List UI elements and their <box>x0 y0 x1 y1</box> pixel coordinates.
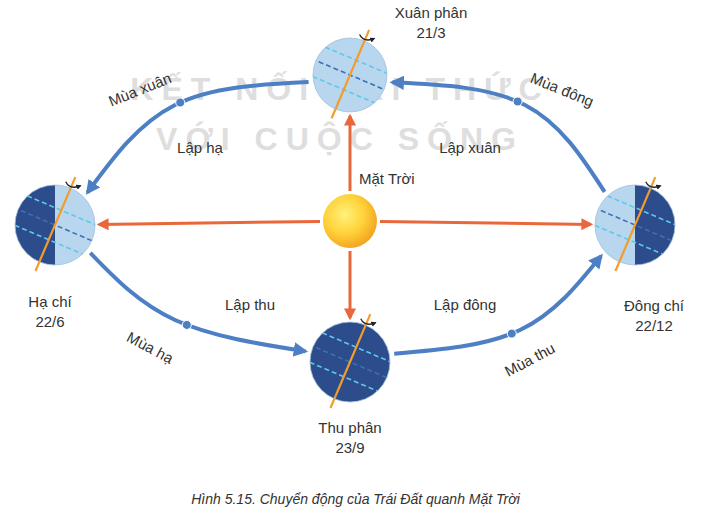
earth-outline <box>313 38 387 112</box>
earth: Đông chí 22/12 <box>595 185 675 265</box>
rotation-arrow <box>645 180 661 190</box>
node-figure <box>15 185 95 265</box>
node-figure <box>313 38 387 112</box>
term-dot <box>182 320 191 329</box>
rotation-arrow <box>65 180 81 190</box>
earth-axis <box>332 30 370 118</box>
term-dot <box>176 98 185 107</box>
solar-term-label: Lập hạ <box>177 138 223 158</box>
sun-label: Mặt Trời <box>359 169 415 189</box>
earth-outline <box>310 322 390 402</box>
orbit-arrow <box>394 256 601 354</box>
earth-axis <box>615 177 655 271</box>
sun-disc <box>323 194 377 248</box>
sunlight-arrow <box>349 251 352 318</box>
earth: Thu phân 23/9 <box>310 322 390 402</box>
node-figure <box>323 194 377 248</box>
position-label: Hạ chí 22/6 <box>20 292 80 333</box>
orbit-arrow <box>90 253 305 351</box>
sunlight-arrow <box>349 116 352 191</box>
position-label: Thu phân 23/9 <box>310 418 390 459</box>
figure-caption: Hình 5.15. Chuyển động của Trái Đất quan… <box>0 490 711 509</box>
night-side <box>15 185 55 265</box>
sunlight-arrow <box>99 221 320 224</box>
position-label: Đông chí 22/12 <box>612 296 696 337</box>
earth: Xuân phân 21/3 <box>313 38 387 112</box>
earth: Hạ chí 22/6 <box>15 185 95 265</box>
night-side <box>635 185 675 265</box>
term-dot <box>513 97 522 106</box>
term-dot <box>507 329 516 338</box>
node-figure <box>310 322 390 402</box>
sun: Mặt Trời <box>323 194 377 248</box>
earth-axis <box>330 314 370 408</box>
position-label: Xuân phân 21/3 <box>389 3 473 44</box>
node-figure <box>595 185 675 265</box>
rotation-arrow <box>359 33 375 43</box>
solar-term-label: Lập thu <box>225 295 275 315</box>
solar-term-label: Lập đông <box>434 295 497 315</box>
solar-term-label: Lập xuân <box>439 138 501 158</box>
earth-outline <box>15 185 95 265</box>
season-label: Mùa thu <box>501 338 558 381</box>
earth-outline <box>595 185 675 265</box>
earth-axis <box>35 177 75 271</box>
season-label: Mùa hạ <box>123 327 177 368</box>
rotation-arrow <box>360 317 376 327</box>
sunlight-arrow <box>380 221 591 224</box>
